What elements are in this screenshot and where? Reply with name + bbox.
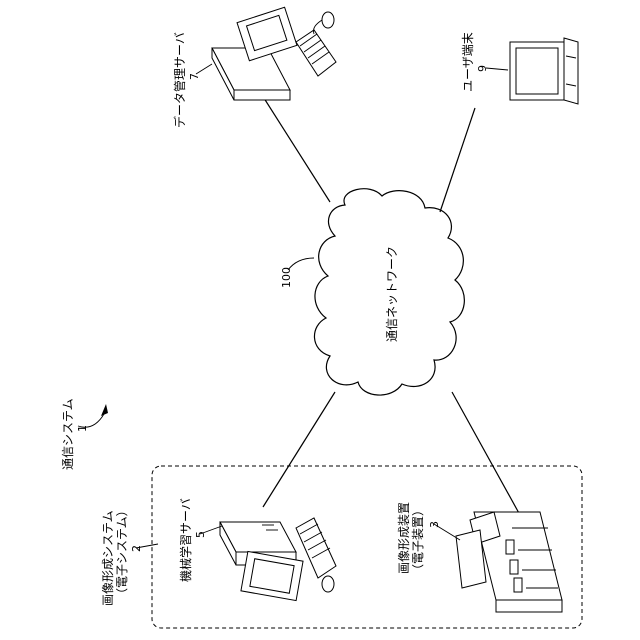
line-data-server-network [262,95,330,202]
system-num-label: 1 [76,425,89,432]
user-terminal-label: ユーザ端末 [461,32,475,92]
user-terminal-leader [486,68,508,70]
data-server-leader [196,64,212,74]
device-sub-label: （電子装置） [411,504,425,576]
user-terminal-laptop-icon [510,38,578,104]
network-num-label: 100 [280,267,293,288]
data-server-num-label: 7 [188,73,201,80]
system-arrowhead-icon [101,404,108,416]
imaging-system-num-label: 2 [130,545,143,552]
line-user-terminal-network [440,108,475,212]
ml-server-label: 機械学習サーバ [178,498,193,582]
ml-server-icon [220,518,336,601]
line-device-network [452,392,520,515]
data-server-label: データ管理サーバ [172,32,187,128]
data-server-icon [212,7,336,100]
imaging-system-sub-label: （電子システム） [115,504,129,600]
image-forming-device-icon [456,512,562,612]
line-ml-server-network [263,392,335,507]
imaging-system-label: 画像形成システム [101,510,115,606]
device-leader [434,524,460,540]
network-label: 通信ネットワーク [385,246,399,342]
system-name-label: 通信システム [61,398,75,470]
device-label: 画像形成装置 [397,502,411,574]
ml-server-leader [200,526,222,534]
